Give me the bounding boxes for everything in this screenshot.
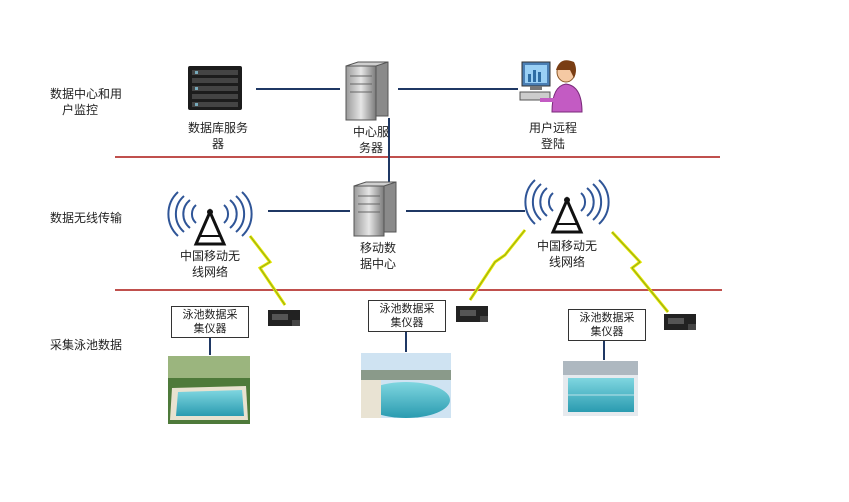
collector-box-3: 泳池数据采 集仪器	[568, 309, 646, 341]
layer-label-collect: 采集泳池数据	[50, 338, 123, 352]
data-logger-icon	[664, 314, 696, 330]
center-server-label: 中心服 务器	[346, 124, 396, 156]
db-server-label: 数据库服务 器	[178, 120, 258, 152]
collector-1-line1: 泳池数据采	[182, 308, 238, 321]
collector-2-line2: 集仪器	[390, 316, 424, 329]
collector-3-line1: 泳池数据采	[579, 311, 635, 324]
collector-2-line1: 泳池数据采	[379, 302, 435, 315]
data-logger-icon	[456, 306, 488, 322]
antenna-icon	[524, 179, 610, 234]
pool-photo-icon	[168, 356, 250, 424]
remote-user-label-line2: 登陆	[540, 137, 565, 151]
collector-box-1: 泳池数据采 集仪器	[171, 306, 249, 338]
mobile-center-label-line2: 据中心	[359, 257, 396, 271]
layer-label-wireless: 数据无线传输	[50, 211, 123, 225]
cm-network-right-label: 中国移动无 线网络	[525, 238, 609, 270]
db-server-label-line1: 数据库服务	[187, 121, 248, 135]
cm-network-right-label-line2: 线网络	[548, 255, 585, 269]
collector-3-line2: 集仪器	[590, 325, 624, 338]
tower-server-icon	[345, 61, 389, 121]
data-logger-icon	[268, 310, 300, 326]
lightning-link-1	[248, 235, 287, 306]
center-server-label-line1: 中心服	[352, 125, 389, 139]
center-server-label-line2: 务器	[358, 141, 383, 155]
collector-1-line2: 集仪器	[193, 322, 227, 335]
layer-label-monitor-line1: 数据中心和用	[50, 87, 123, 101]
antenna-icon	[167, 191, 253, 246]
lightning-link-3	[610, 230, 670, 313]
pool-photo-icon	[563, 361, 638, 416]
cm-network-left-label-line2: 线网络	[191, 265, 228, 279]
mobile-center-label-line1: 移动数	[359, 241, 396, 255]
cm-network-right-label-line1: 中国移动无	[536, 239, 597, 253]
layer-label-monitor: 数据中心和用 户监控	[50, 86, 122, 118]
mobile-center-label: 移动数 据中心	[348, 240, 408, 272]
remote-user-label: 用户远程 登陆	[518, 120, 588, 152]
layer-label-monitor-line2: 户监控	[62, 103, 99, 117]
cm-network-left-label: 中国移动无 线网络	[168, 248, 252, 280]
collector-box-2: 泳池数据采 集仪器	[368, 300, 446, 332]
user-computer-icon	[519, 60, 583, 113]
db-server-label-line2: 器	[211, 137, 224, 151]
tower-server-icon	[353, 181, 397, 237]
connection-lines	[209, 88, 605, 360]
cm-network-left-label-line1: 中国移动无	[179, 249, 240, 263]
pool-photo-icon	[361, 353, 451, 418]
rack-server-icon	[188, 66, 242, 110]
remote-user-label-line1: 用户远程	[528, 121, 577, 135]
